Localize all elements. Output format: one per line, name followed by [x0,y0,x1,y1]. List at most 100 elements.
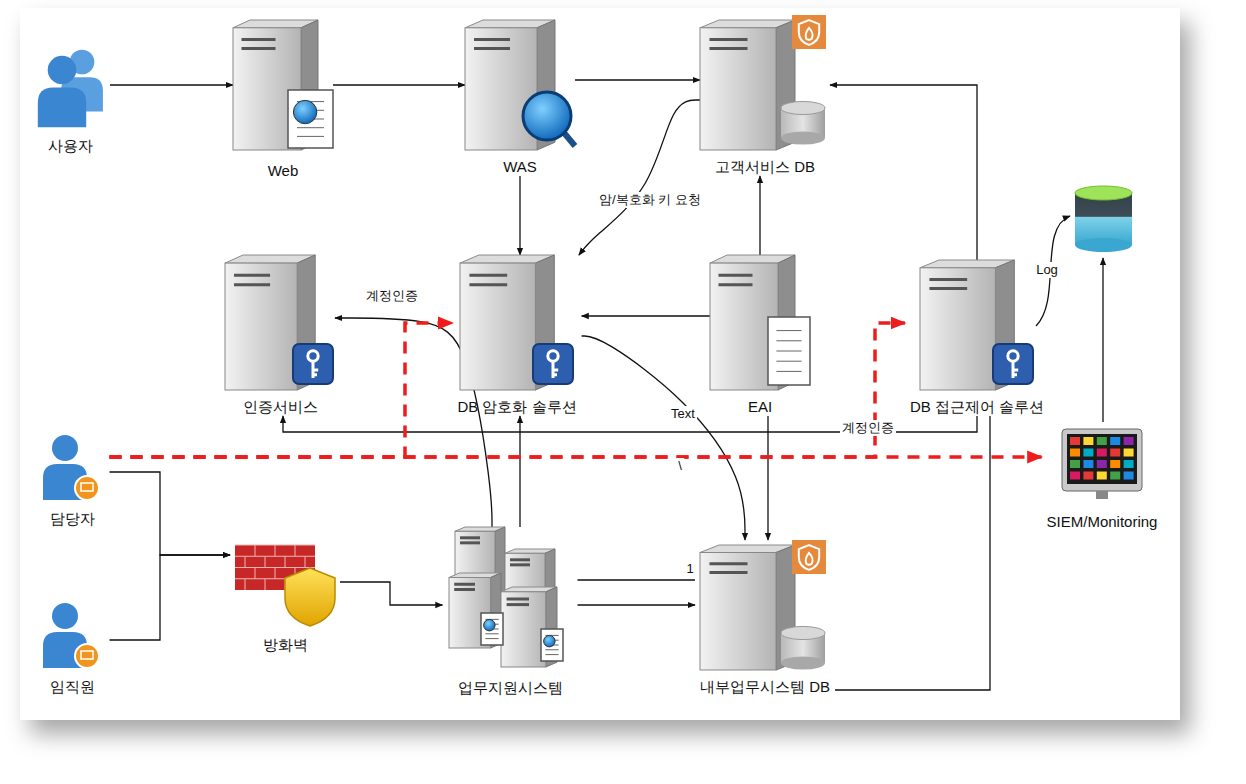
shield-outline [799,20,819,45]
server-slot [719,283,753,286]
node-label: 임직원 [50,678,95,696]
pc-screen [81,483,93,491]
node-label: Web [268,162,299,180]
pc-badge [75,644,99,668]
db-bottom [781,131,825,144]
doc-line [545,649,558,650]
db-top [781,101,825,114]
server-slot [719,274,753,277]
server-slot [460,536,480,539]
firewall-badge [792,540,826,574]
node-icon [230,540,340,628]
connector [759,176,760,255]
server-slot [710,47,748,50]
server-slot [510,558,530,561]
brick-joint [285,556,286,567]
doc-line [545,654,558,655]
staff-person: 임직원 [35,600,110,696]
illustration [1036,186,1132,422]
globe [293,100,316,123]
brick-joint [265,556,266,567]
node-label: DB 암호화 솔루션 [457,398,576,416]
node-icon [225,255,335,390]
node-icon [233,20,333,150]
brick-joint [235,556,315,557]
monitor-screen: SIEM/Monitoring [1042,425,1163,531]
person-head [48,56,77,85]
node-icon [465,20,575,150]
key-badge [993,344,1033,384]
document [481,613,503,645]
node-icon [1062,425,1142,501]
doc-line [485,638,498,639]
brick-joint [245,579,246,590]
user-group: 사용자 [30,42,110,155]
doc-line [776,330,801,331]
doc-line [485,633,498,634]
server-slot [234,283,270,286]
doc-line [297,136,324,137]
node-label: 사용자 [48,137,93,155]
node-label: 담당자 [50,510,95,528]
key-bow [308,351,318,361]
key-blade [553,361,558,378]
server-slot [709,562,747,565]
server-slot [234,274,270,277]
screen-tile [1070,472,1080,480]
screen-tile [1097,472,1107,480]
document [541,629,563,661]
person-head [52,603,78,629]
screen-tile [1110,460,1120,468]
connector [578,604,695,605]
shield [285,568,335,626]
monitor-frame [1062,429,1142,491]
server-slot [469,283,507,286]
key-bow [547,351,557,361]
brick-joint [245,556,246,567]
edge-label: 1 [684,561,695,577]
connector [582,315,710,316]
node-icon [30,42,110,127]
connector [830,85,977,260]
node-label: 업무지원시스템 [458,679,563,697]
doc-line [776,351,801,352]
brick-joint [295,545,296,556]
server-slot [506,598,528,601]
server-slot [242,38,276,41]
was-server: WAS [465,20,575,176]
web-server: Web [233,20,333,180]
globe [543,635,554,646]
screen-tile [1124,460,1134,468]
pc-screen [81,651,93,659]
server-front [225,263,297,390]
brick-joint [275,568,276,579]
document [288,90,333,148]
node-icon [700,540,830,670]
connector [519,176,520,255]
brick-joint [255,568,256,579]
flame [806,553,813,565]
server-front [700,553,776,671]
server-slot [454,588,475,591]
node-label: DB 접근제어 솔루션 [910,398,1044,416]
dashed-connector [110,455,1042,459]
edge-label: 계정인증 [364,288,420,304]
node-icon [920,260,1035,390]
crypto-server: DB 암호화 솔루션 [452,255,581,416]
server-front [460,263,535,390]
screen-tile [1083,460,1093,468]
screen-tile [1083,437,1093,445]
doc-line [297,127,324,128]
connectors [110,80,1042,690]
edge-label: 암/복호화 키 요청 [597,192,703,208]
connector [578,579,695,580]
key-blade [1013,361,1018,378]
screen-tile [1097,437,1107,445]
server-slot [474,38,510,41]
key-bow [1007,351,1017,361]
screen-tile [1083,472,1093,480]
globe [483,619,494,630]
server-slot [929,278,967,281]
screen-tile [1124,472,1134,480]
storage-bottom [1075,238,1132,252]
